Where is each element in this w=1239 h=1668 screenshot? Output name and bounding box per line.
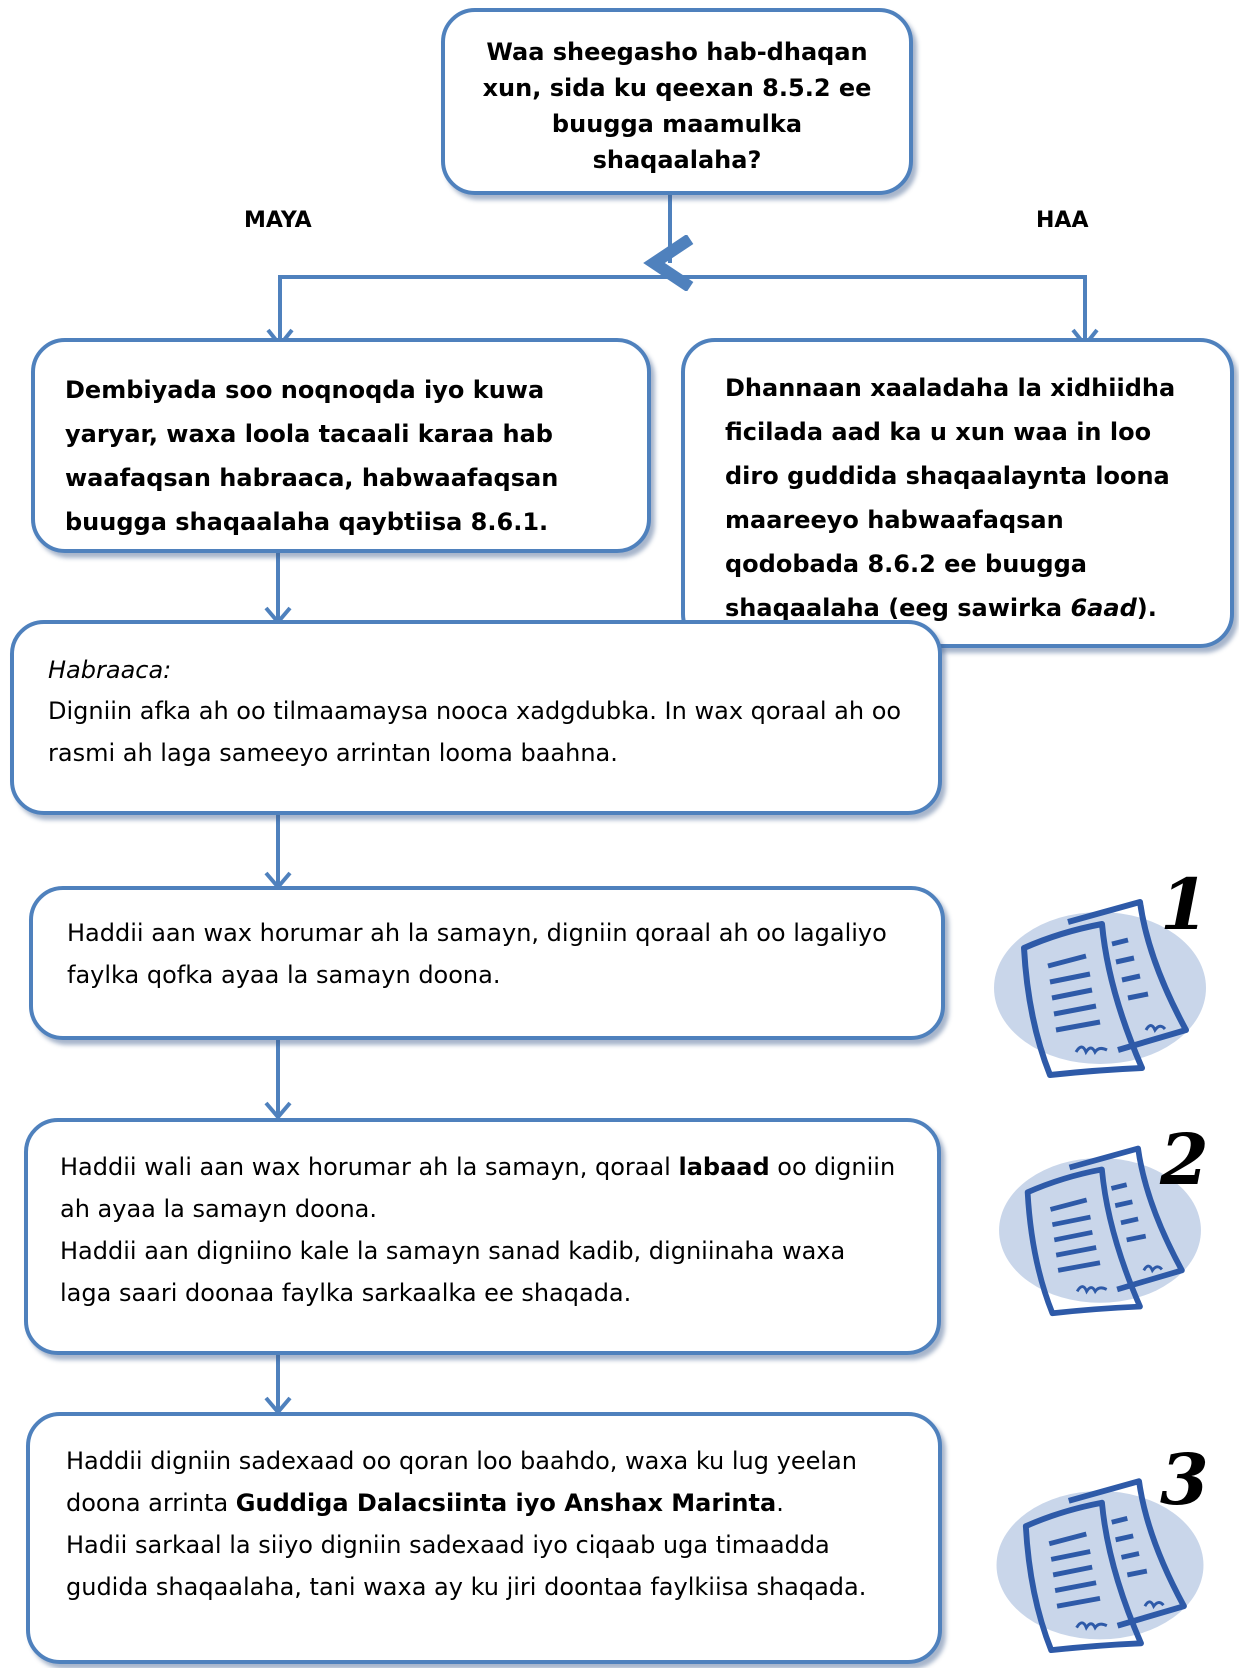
step3-line2: Hadii sarkaal la siiyo digniin sadexaad … — [66, 1531, 867, 1601]
step1-text: Haddii aan wax horumar ah la samayn, dig… — [67, 919, 887, 989]
procedure-heading: Habraaca: — [48, 656, 172, 684]
procedure-box: Habraaca: Digniin afka ah oo tilmaamaysa… — [10, 620, 942, 815]
step3-emphasis: Guddiga Dalacsiinta iyo Anshax Marinta — [235, 1489, 777, 1517]
step2-line1-a: Haddii wali aan wax horumar ah la samayn… — [60, 1153, 679, 1181]
step2-box: Haddii wali aan wax horumar ah la samayn… — [24, 1118, 941, 1355]
step3-box: Haddii digniin sadexaad oo qoran loo baa… — [26, 1412, 942, 1664]
step2-emphasis: labaad — [678, 1153, 770, 1181]
step1-box: Haddii aan wax horumar ah la samayn, dig… — [29, 886, 945, 1040]
serious-offence-text: Dhannaan xaaladaha la xidhiidha ficilada… — [725, 366, 1204, 630]
step2-number: 2 — [1160, 1118, 1209, 1201]
step2-line1-b: oo digniin ah ayaa la samayn doona. — [60, 1153, 896, 1223]
minor-offence-box: Dembiyada soo noqnoqda iyo kuwa yaryar, … — [31, 338, 651, 553]
question-text: Waa sheegasho hab-dhaqan xun, sida ku qe… — [482, 38, 872, 174]
serious-offence-figure-ref: 6aad — [1070, 594, 1137, 622]
question-box: Waa sheegasho hab-dhaqan xun, sida ku qe… — [441, 8, 913, 195]
branch-label-yes: HAA — [1036, 208, 1089, 233]
document-icon-2 — [999, 1145, 1201, 1317]
step2-line1: Haddii wali aan wax horumar ah la samayn… — [60, 1146, 897, 1230]
step3-number: 3 — [1160, 1438, 1209, 1521]
step3-line1-b: . — [776, 1489, 784, 1517]
split-connector — [278, 275, 1087, 340]
step3-line1-a: Haddii digniin sadexaad oo qoran loo baa… — [66, 1447, 857, 1517]
serious-offence-main: Dhannaan xaaladaha la xidhiidha ficilada… — [725, 374, 1176, 622]
serious-offence-box: Dhannaan xaaladaha la xidhiidha ficilada… — [681, 338, 1234, 648]
procedure-text: Digniin afka ah oo tilmaamaysa nooca xad… — [48, 697, 902, 767]
step3-line1: Haddii digniin sadexaad oo qoran loo baa… — [66, 1440, 908, 1524]
document-icon-3 — [996, 1478, 1204, 1654]
minor-offence-text: Dembiyada soo noqnoqda iyo kuwa yaryar, … — [65, 376, 559, 536]
branch-label-no: MAYA — [244, 208, 312, 233]
document-icon-1 — [994, 899, 1206, 1078]
serious-offence-end: ). — [1136, 594, 1157, 622]
step2-line2: Haddii aan digniino kale la samayn sanad… — [60, 1237, 846, 1307]
step1-number: 1 — [1160, 863, 1209, 946]
